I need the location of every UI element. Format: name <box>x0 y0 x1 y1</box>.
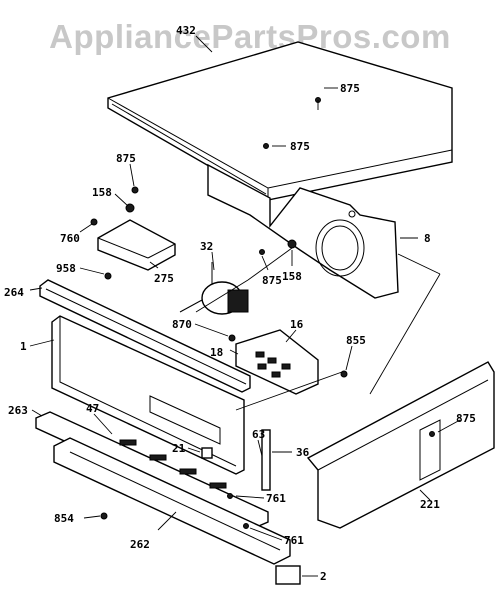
bracket-275 <box>97 219 176 271</box>
callout-875-c: 875 <box>116 152 136 165</box>
callout-1: 1 <box>20 340 27 353</box>
callout-63: 63 <box>252 428 265 441</box>
control-board-16 <box>235 329 319 395</box>
screw-855 <box>340 370 348 378</box>
callout-432: 432 <box>176 24 196 37</box>
callout-855: 855 <box>346 334 366 347</box>
screw-875-e <box>429 431 435 437</box>
screw-870 <box>228 334 236 342</box>
top-cover-panel <box>107 41 453 201</box>
base-trim-262 <box>53 437 291 565</box>
leader-lines <box>29 35 461 577</box>
lower-trim-263 <box>35 411 269 529</box>
rear-bracket <box>207 163 399 299</box>
callout-264: 264 <box>4 286 24 299</box>
trim-bar-264 <box>39 279 251 393</box>
callout-158-a: 158 <box>92 186 112 199</box>
callout-158-b: 158 <box>282 270 302 283</box>
callout-875-b: 875 <box>290 140 310 153</box>
watermark: AppliancePartsPros.com <box>49 18 451 55</box>
callout-870: 870 <box>172 318 192 331</box>
callout-32: 32 <box>200 240 213 253</box>
part-36 <box>261 429 271 491</box>
callout-875-e: 875 <box>456 412 476 425</box>
callout-958: 958 <box>56 262 76 275</box>
part-21 <box>201 447 213 459</box>
callout-221: 221 <box>420 498 440 511</box>
screw-875-c <box>131 186 139 194</box>
callout-47: 47 <box>86 402 99 415</box>
callout-760: 760 <box>60 232 80 245</box>
clip-158-b <box>287 239 297 249</box>
screw-854 <box>100 512 108 520</box>
callout-21: 21 <box>172 442 186 455</box>
alignment-lines <box>195 100 441 411</box>
callout-854: 854 <box>54 512 74 525</box>
callout-875-d: 875 <box>262 274 282 287</box>
screw-761-b <box>243 523 249 529</box>
control-panel-1 <box>51 315 245 475</box>
callout-761-a: 761 <box>266 492 286 505</box>
callout-2: 2 <box>320 570 327 583</box>
callout-262: 262 <box>130 538 150 551</box>
screw-958 <box>104 272 112 280</box>
callout-numbers: 432 875 875 875 158 760 275 32 875 158 8… <box>4 24 476 583</box>
clip-158-a <box>125 203 135 213</box>
callout-18: 18 <box>210 346 223 359</box>
callout-275: 275 <box>154 272 174 285</box>
screw-875-b <box>263 143 269 149</box>
end-cap-2 <box>275 565 301 585</box>
callout-16: 16 <box>290 318 304 331</box>
callout-36: 36 <box>296 446 310 459</box>
screw-760 <box>90 218 98 226</box>
screw-761-a <box>227 493 233 499</box>
screw-875-d <box>259 249 265 255</box>
callout-875-a: 875 <box>340 82 360 95</box>
callout-263: 263 <box>8 404 28 417</box>
side-panel-221 <box>306 361 495 529</box>
callout-8: 8 <box>424 232 431 245</box>
callout-761-b: 761 <box>284 534 304 547</box>
